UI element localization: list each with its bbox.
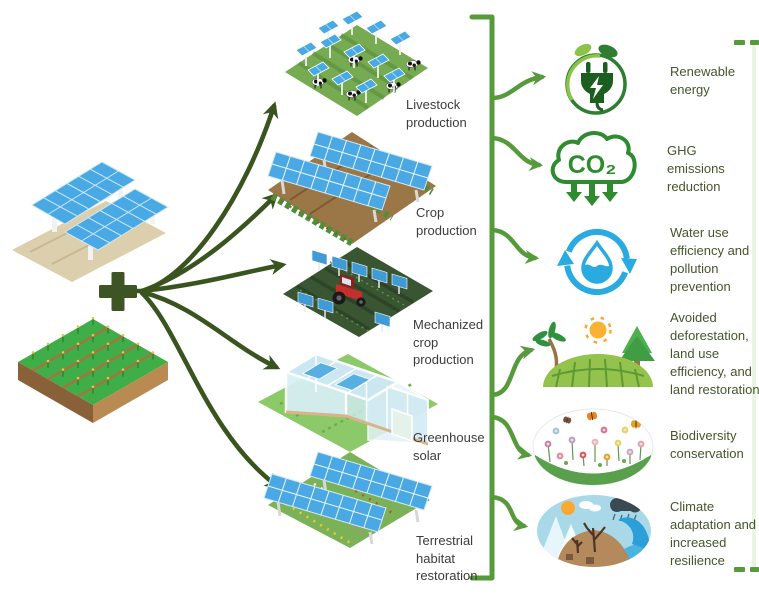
benefit-label-water-use-efficiency: Water use efficiency and pollution preve… (670, 225, 750, 294)
benefit-label-avoided-deforestation: Avoided deforestation, land use efficien… (670, 310, 759, 397)
fan-arrows (135, 101, 287, 489)
dashed-border-accent (734, 40, 759, 572)
livestock-solar-illustration (285, 10, 428, 116)
plug-leaves-icon (565, 43, 627, 115)
co2-cloud-icon: CO₂ (550, 131, 637, 206)
solar-panel-array-illustration (12, 161, 169, 282)
crop-field-illustration (18, 316, 168, 423)
water-drop-cycle-icon (557, 229, 637, 295)
landscape-trees-sun-icon (532, 316, 655, 388)
pathway-label-crop-production: Crop production (416, 205, 477, 238)
pathway-label-terrestrial-habitat-restoration: Terrestrial habitat restoration (416, 533, 478, 584)
bracket (469, 14, 495, 581)
wildflowers-butterflies-icon (532, 408, 654, 486)
tractor-icon (332, 274, 366, 307)
plus-icon (99, 272, 137, 311)
pathway-label-livestock-production: Livestock production (406, 97, 467, 130)
crop-solar-illustration (266, 130, 436, 247)
pathway-label-mechanized-crop-production: Mechanized crop production (413, 317, 484, 368)
mechanized-crop-solar-illustration (283, 247, 433, 337)
greenhouse-solar-illustration (258, 352, 438, 452)
pathway-label-greenhouse-solar: Greenhouse solar (413, 430, 485, 463)
co2-text: CO₂ (568, 151, 617, 179)
terrestrial-habitat-solar-illustration (262, 450, 434, 548)
benefit-label-climate-adaptation: Climate adaptation and increased resilie… (670, 499, 757, 568)
benefit-label-biodiversity-conservation: Biodiversity conservation (670, 428, 744, 461)
climate-scene-icon (537, 495, 651, 567)
bracket-arrows (489, 71, 547, 532)
benefit-label-renewable-energy: Renewable energy (670, 64, 736, 97)
benefit-label-ghg-emissions-reduction: GHG emissions reduction (667, 143, 725, 194)
